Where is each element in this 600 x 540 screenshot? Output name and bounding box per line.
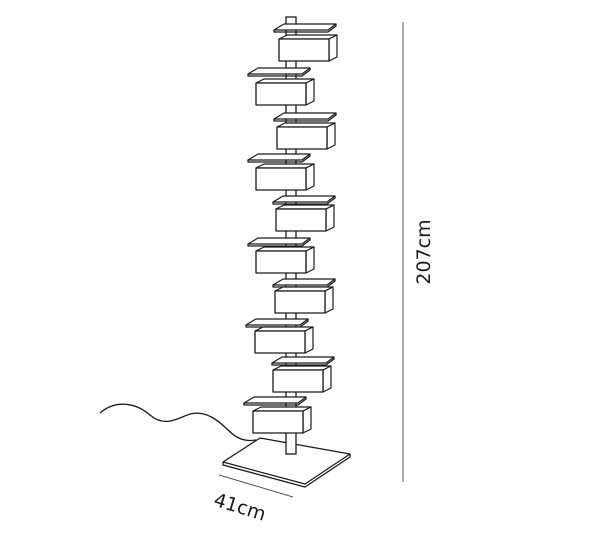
- shade-box-side: [305, 246, 315, 274]
- shade-plate-edge: [272, 196, 336, 205]
- shade-box-side: [328, 34, 338, 62]
- lamp-module: [271, 356, 335, 393]
- shade-box-side: [324, 286, 334, 314]
- shade-plate-edge: [271, 357, 335, 366]
- shade-plate-edge: [273, 113, 337, 122]
- shade-plate: [271, 356, 335, 364]
- shade-plate-edge: [247, 238, 311, 247]
- shade-box-front: [278, 38, 330, 62]
- height-dimension: 207cm: [402, 22, 435, 482]
- lamp-module: [243, 396, 312, 434]
- shade-box-side: [305, 163, 315, 191]
- lamp-module: [247, 153, 315, 191]
- lamp-module: [272, 278, 336, 314]
- shade-box-front: [274, 290, 326, 314]
- shade-plate: [243, 396, 307, 404]
- shade-plate: [247, 237, 311, 245]
- shade-plate: [272, 195, 336, 203]
- shade-box-front: [252, 410, 304, 434]
- lamp-module: [247, 237, 315, 274]
- shade-box-front: [275, 208, 327, 232]
- lamp-module: [272, 195, 336, 232]
- shade-box-front: [272, 369, 324, 393]
- shade-plate-edge: [247, 154, 311, 163]
- central-pole: [285, 16, 297, 455]
- shade-plate: [247, 153, 311, 161]
- shade-plate: [247, 67, 311, 75]
- lamp-module: [273, 112, 337, 150]
- shade-box-side: [325, 204, 335, 232]
- shade-box-side: [302, 406, 312, 434]
- shade-plate: [272, 278, 336, 286]
- lamp-module: [245, 318, 314, 354]
- width-dimension-line: [218, 474, 294, 498]
- shade-plate: [273, 23, 337, 31]
- shade-box-front: [255, 82, 307, 106]
- shade-box-side: [326, 122, 336, 150]
- power-cord: [99, 403, 257, 442]
- width-dimension: 41cm: [211, 474, 294, 526]
- shade-plate: [273, 112, 337, 120]
- lamp-modules: [243, 23, 338, 434]
- shade-plate-edge: [243, 397, 307, 406]
- shade-box-side: [304, 326, 314, 354]
- shade-box-front: [254, 330, 306, 354]
- shade-box-side: [322, 365, 332, 393]
- height-label: 207cm: [413, 219, 435, 284]
- width-label: 41cm: [211, 489, 268, 526]
- shade-box-side: [305, 78, 315, 106]
- lamp-module: [273, 23, 338, 62]
- lamp-module: [247, 67, 315, 106]
- shade-plate-edge: [273, 24, 337, 33]
- shade-box-front: [255, 250, 307, 274]
- shade-plate-edge: [247, 68, 311, 77]
- shade-plate: [245, 318, 309, 326]
- shade-box-front: [255, 167, 307, 191]
- base-plate: [222, 437, 351, 488]
- shade-box-front: [276, 126, 328, 150]
